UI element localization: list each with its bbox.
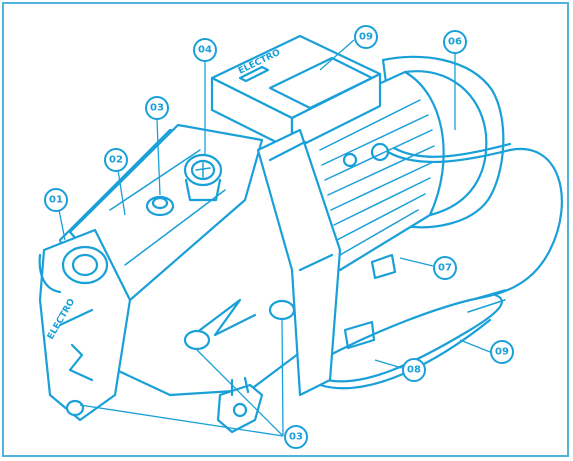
diagram-frame [2,2,569,457]
callout-09-label: 09 [495,347,509,358]
terminal-box: ELECTRO [210,34,390,168]
callout-01: 01 [44,188,68,212]
callout-07-label: 07 [438,263,452,274]
callout-07: 07 [433,256,457,280]
callout-02: 02 [104,148,128,172]
callout-05-label: 09 [359,32,373,43]
leader-lines [57,39,491,437]
pump-body: ELECTRO [38,123,342,434]
callout-05: 09 [354,25,378,49]
callout-09: 09 [490,340,514,364]
callout-03-top: 03 [145,96,169,120]
callout-08: 08 [402,358,426,382]
callout-08-label: 08 [407,365,421,376]
callout-02-label: 02 [109,155,123,166]
callout-03-bottom-label: 03 [289,432,303,443]
callout-03-top-label: 03 [150,103,164,114]
callout-03-bottom: 03 [284,425,308,449]
callout-04-label: 04 [198,45,212,56]
callout-06: 06 [443,30,467,54]
callout-04: 04 [193,38,217,62]
callout-06-label: 06 [448,37,462,48]
callout-01-label: 01 [49,195,63,206]
